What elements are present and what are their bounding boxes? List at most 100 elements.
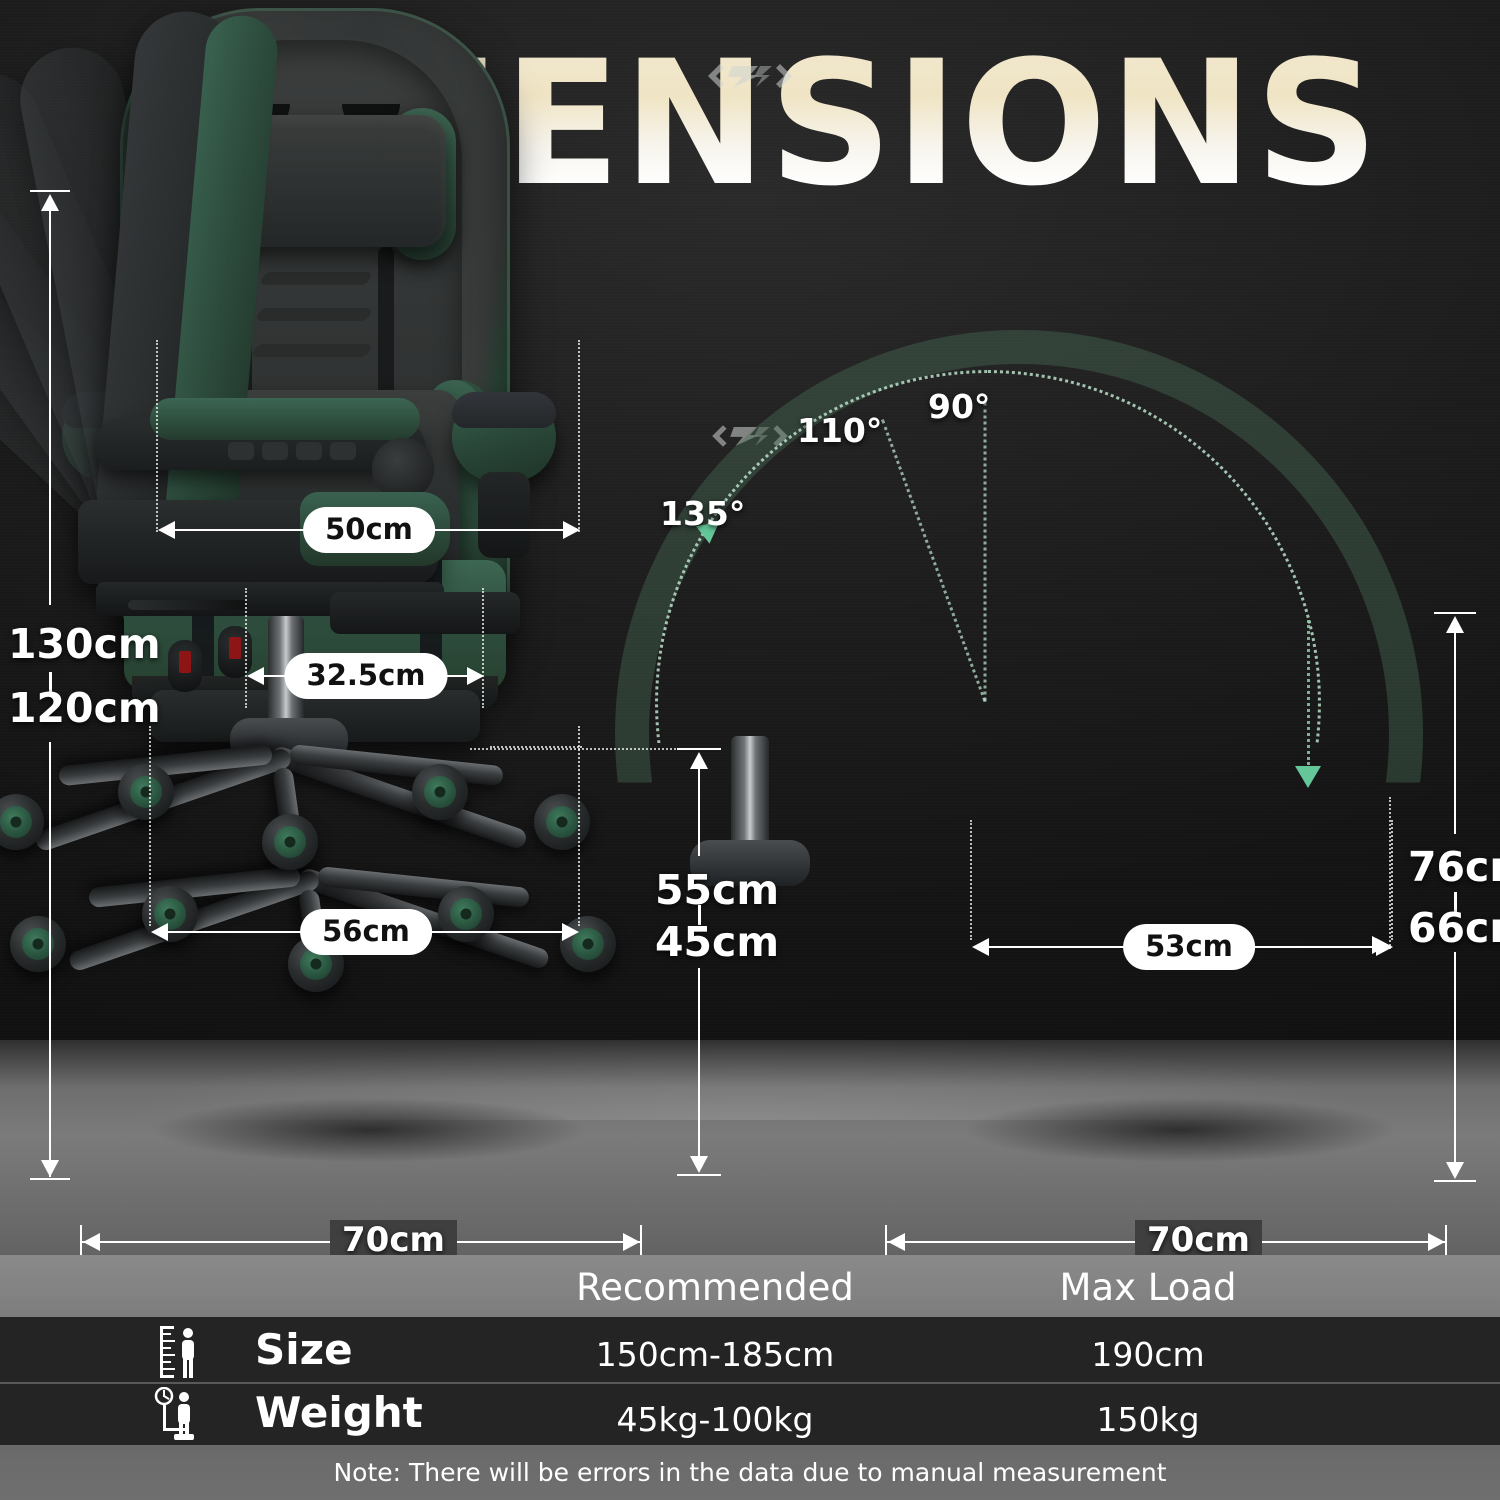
- seat-height-arrow-down: [690, 1156, 708, 1173]
- seat-height-bottom-cap: [677, 1174, 721, 1176]
- seat-depth-arrow-left: [972, 938, 989, 956]
- height-ruler-person-icon: [160, 1326, 194, 1378]
- armrest-pad-side: [150, 398, 420, 440]
- recline-angle-110-label: 110°: [797, 411, 883, 450]
- seat-depth-guide-right: [1391, 820, 1393, 940]
- lumbar-width-guide-left: [245, 588, 247, 708]
- caster-s1: [0, 794, 44, 850]
- height-top-cap: [30, 190, 70, 192]
- seat-width-guide-right: [578, 726, 580, 926]
- caster-hub-1: [22, 928, 54, 960]
- seat-width-link-right: [490, 746, 582, 748]
- backrest-width-arrow-right: [563, 521, 580, 539]
- seat-height-max-label: 55cm: [655, 866, 780, 914]
- seat-height-top-cap: [677, 748, 721, 750]
- lumbar-width-arrow-left: [247, 667, 264, 685]
- spec-note: Note: There will be errors in the data d…: [333, 1458, 1167, 1487]
- caster-s4: [412, 764, 468, 820]
- side-base-cap-left: [885, 1225, 887, 1259]
- caster-hub-s1: [0, 806, 32, 838]
- height-min-label: 120cm: [8, 684, 161, 732]
- backrest-width-arrow-left: [158, 521, 175, 539]
- caster-s5: [534, 794, 590, 850]
- spec-row-size-label: Size: [255, 1325, 353, 1374]
- backrest-chevron-2: [254, 308, 374, 321]
- caster-s3: [262, 814, 318, 870]
- footrest-side: [330, 592, 520, 634]
- background-floor: [0, 1040, 1500, 1255]
- caster-s2: [118, 764, 174, 820]
- seat-height-line-lower: [698, 968, 700, 1158]
- recline-angle-135-label: 135°: [660, 494, 746, 533]
- seat-height-separator: [698, 905, 701, 925]
- spec-size-maxload: 190cm: [1091, 1335, 1205, 1374]
- seat-width-arrow-right: [562, 923, 579, 941]
- caster-hub-4: [450, 898, 482, 930]
- seat-width-arrow-left: [151, 923, 168, 941]
- lumbar-width-label: 32.5cm: [284, 653, 448, 699]
- seat-depth-guide-left: [970, 820, 972, 940]
- seat-height-min-label: 45cm: [655, 918, 780, 966]
- spec-row-size-bg: [0, 1317, 1500, 1382]
- armrest-pivot-knob: [372, 438, 434, 500]
- brand-logo-icon: [708, 64, 792, 88]
- side-height-top-cap: [1434, 612, 1476, 614]
- front-base-width-label: 70cm: [330, 1220, 457, 1260]
- caster-1: [10, 916, 66, 972]
- tilt-lever: [128, 600, 248, 610]
- side-base-arrow-left: [888, 1233, 905, 1251]
- spec-header-row: [0, 1255, 1500, 1317]
- seat-depth-arrow-right: [1376, 938, 1393, 956]
- caster-4: [438, 886, 494, 942]
- front-base-arrow-right: [623, 1233, 640, 1251]
- backrest-width-guide-right: [578, 340, 580, 532]
- side-height-bottom-cap: [1434, 1180, 1476, 1182]
- spec-footer-row: [0, 1445, 1500, 1500]
- gas-lift-cylinder: [731, 736, 769, 854]
- spec-row-weight-bg: [0, 1384, 1500, 1445]
- spec-row-weight-label: Weight: [255, 1388, 423, 1437]
- recline-ray-90: [983, 401, 987, 702]
- height-line-upper: [49, 210, 51, 605]
- side-height-arrow-up: [1446, 616, 1464, 633]
- front-base-cap-right: [640, 1225, 642, 1259]
- side-base-cap-right: [1445, 1225, 1447, 1259]
- side-height-max-label: 76cm: [1408, 843, 1500, 891]
- front-base-arrow-left: [83, 1233, 100, 1251]
- side-base-arrow-right: [1428, 1233, 1445, 1251]
- weight-scale-person-icon: [154, 1387, 194, 1440]
- armrest-post-right: [478, 472, 530, 558]
- caster-hub-s2: [130, 776, 162, 808]
- warning-tag-1: [168, 640, 202, 692]
- spec-size-recommended: 150cm-185cm: [595, 1335, 835, 1374]
- armrest-button-2: [262, 442, 288, 460]
- backrest-width-label: 50cm: [303, 507, 435, 553]
- height-max-label: 130cm: [8, 620, 161, 668]
- side-height-min-label: 66cm: [1408, 904, 1500, 952]
- side-height-guide-inner: [1389, 797, 1391, 949]
- backrest-chevron-3: [250, 344, 374, 357]
- side-height-line-upper: [1454, 632, 1456, 834]
- front-base-cap-left: [80, 1225, 82, 1259]
- seat-height-arrow-up: [690, 752, 708, 769]
- caster-hub-s3: [274, 826, 306, 858]
- spec-col-maxload: Max Load: [1059, 1266, 1237, 1309]
- seat-height-guide: [470, 748, 700, 750]
- seat-drop-arrow-icon: [1295, 766, 1321, 788]
- lumbar-width-guide-right: [482, 588, 484, 708]
- side-base-width-label: 70cm: [1135, 1220, 1262, 1260]
- seat-drop-guide: [1307, 620, 1310, 765]
- spec-weight-maxload: 150kg: [1096, 1400, 1200, 1439]
- side-height-arrow-down: [1446, 1162, 1464, 1179]
- height-label-separator: [49, 672, 52, 692]
- armrest-cap-right: [452, 392, 556, 428]
- armrest-button-3: [296, 442, 322, 460]
- caster-hub-s4: [424, 776, 456, 808]
- base-hub: [690, 840, 810, 886]
- seat-width-guide-left: [149, 726, 151, 926]
- seat-height-line-upper: [698, 768, 700, 856]
- spec-col-recommended: Recommended: [576, 1266, 854, 1309]
- spec-weight-recommended: 45kg-100kg: [616, 1400, 814, 1439]
- side-height-line-lower: [1454, 952, 1456, 1164]
